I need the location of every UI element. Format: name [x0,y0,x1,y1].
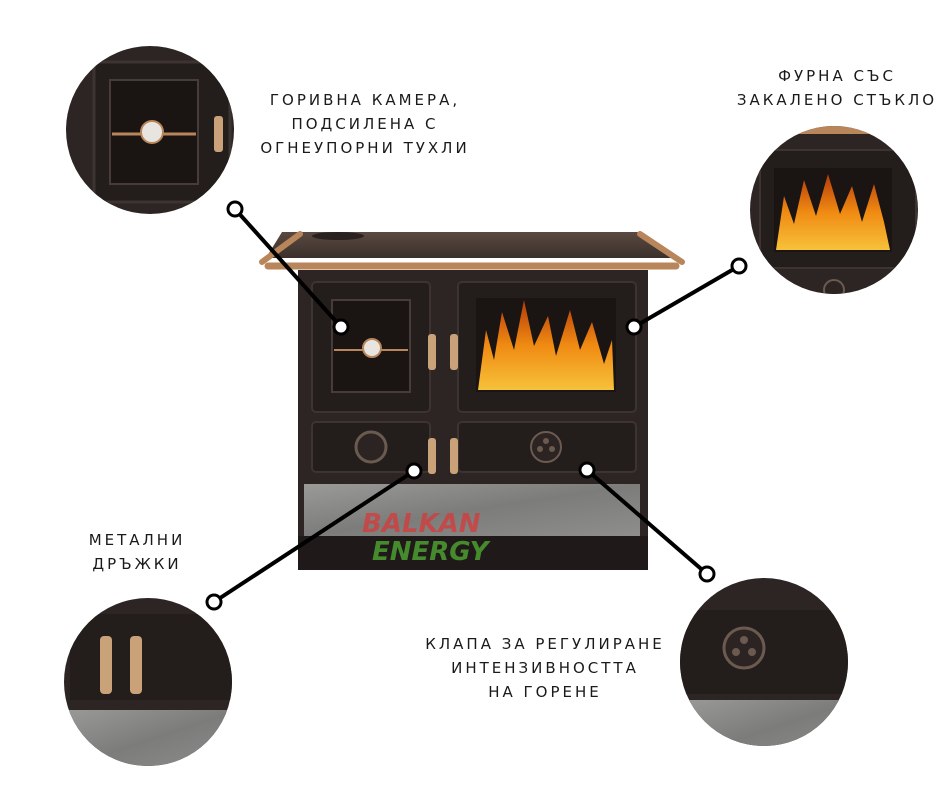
damper-icon [530,431,562,463]
stove-base [298,536,648,570]
callout-oven-line2: ЗАКАЛЕНО СТЪКЛО [736,91,938,109]
zoom-oven [750,126,918,294]
thermometer-icon [362,338,382,358]
stove: BALKAN ENERGY [259,231,685,570]
hob-ring-icon [312,232,364,240]
callout-handles-line1: МЕТАЛНИ [88,531,186,549]
callout-handles: МЕТАЛНИ ДРЪЖКИ [78,528,196,576]
zoom-damper [680,578,848,746]
callout-handles-line2: ДРЪЖКИ [92,555,182,573]
handle-icon [450,334,458,370]
callout-damper-line3: НА ГОРЕНЕ [488,683,602,701]
callout-lines [205,200,748,611]
callout-damper-line2: ИНТЕНЗИВНОСТТА [451,659,639,677]
handle-icon [428,438,436,474]
callout-damper-line1: КЛАПА ЗА РЕГУЛИРАНЕ [425,635,665,653]
handle-icon [428,334,436,370]
zoom-firebox [66,46,234,214]
callout-chamber-line1: ГОРИВНА КАМЕРА, [269,91,461,109]
callout-chamber: ГОРИВНА КАМЕРА, ПОДСИЛЕНА С ОГНЕУПОРНИ Т… [250,88,480,160]
callout-damper: КЛАПА ЗА РЕГУЛИРАНЕ ИНТЕНЗИВНОСТТА НА ГО… [420,632,670,704]
air-control-knob-icon [354,430,388,464]
watermark-line2: ENERGY [372,537,492,567]
zoom-handles [64,598,232,766]
stone-plinth [304,484,640,536]
oven-fire [478,300,614,390]
right-rail [637,231,685,265]
callout-chamber-line3: ОГНЕУПОРНИ ТУХЛИ [260,139,470,157]
callout-oven: ФУРНА СЪС ЗАКАЛЕНО СТЪКЛО [732,64,940,112]
watermark-line1: BALKAN [362,509,481,539]
left-rail [259,231,303,265]
callout-oven-line1: ФУРНА СЪС [778,67,896,85]
cooktop [266,232,676,258]
callout-chamber-line2: ПОДСИЛЕНА С [291,115,439,133]
handle-icon [450,438,458,474]
